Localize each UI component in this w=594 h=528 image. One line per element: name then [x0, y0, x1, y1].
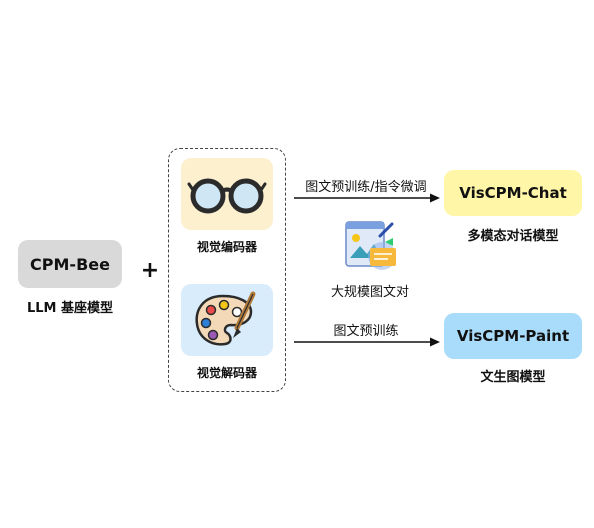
cpm-bee-label: CPM-Bee	[30, 254, 110, 274]
top-arrow	[294, 193, 440, 203]
viscpm-paint-label: VisCPM-Paint	[456, 327, 570, 345]
glasses-icon	[187, 178, 267, 214]
encoder-caption: 视觉编码器	[196, 240, 257, 254]
multimodal-chat-caption: 多模态对话模型	[467, 229, 559, 244]
viscpm-paint-box: VisCPM-Paint	[444, 313, 582, 359]
decoder-caption: 视觉解码器	[196, 366, 257, 380]
viscpm-chat-box: VisCPM-Chat	[444, 170, 582, 216]
plus-sign: +	[140, 258, 160, 283]
decoder-tile	[181, 284, 273, 356]
cpm-bee-box: CPM-Bee	[18, 240, 122, 288]
encoder-tile	[181, 158, 273, 230]
bottom-arrow-label: 图文预训练	[333, 324, 399, 339]
large-scale-pairs-caption: 大规模图文对	[330, 285, 409, 300]
image-text-pair-icon	[345, 221, 396, 270]
bottom-arrow	[294, 337, 440, 347]
llm-base-caption: LLM 基座模型	[26, 301, 114, 316]
text-to-image-caption: 文生图模型	[480, 370, 546, 385]
viscpm-chat-label: VisCPM-Chat	[459, 184, 567, 202]
palette-icon	[195, 291, 256, 346]
top-arrow-label: 图文预训练/指令微调	[305, 180, 427, 195]
visual-modules-container	[168, 148, 286, 392]
